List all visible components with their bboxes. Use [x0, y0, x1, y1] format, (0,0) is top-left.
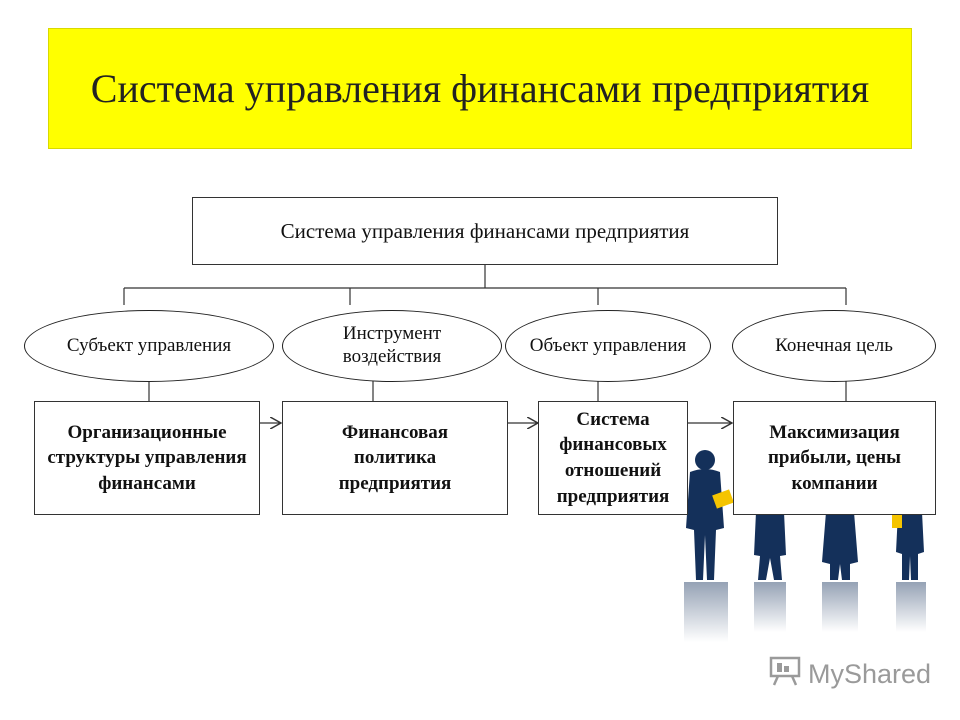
- ellipse-subject: Субъект управления: [24, 310, 274, 382]
- presentation-board-icon: [768, 656, 802, 693]
- ellipse-goal: Конечная цель: [732, 310, 936, 382]
- box-org-structures: Организационные структуры управления фин…: [34, 401, 260, 515]
- people-silhouettes-illustration: [670, 440, 950, 660]
- slide-title: Система управления финансами предприятия: [90, 66, 870, 111]
- watermark-text: MyShared: [808, 659, 932, 689]
- title-banner: Система управления финансами предприятия: [48, 28, 912, 149]
- watermark: MyShared: [768, 656, 931, 693]
- ellipse-object: Объект управления: [505, 310, 711, 382]
- box-financial-policy: Финансовая политика предприятия: [282, 401, 508, 515]
- ellipse-instrument: Инструмент воздействия: [282, 310, 502, 382]
- root-node: Система управления финансами предприятия: [192, 197, 778, 265]
- box-profit-maximization: Максимизация прибыли, цены компании: [733, 401, 936, 515]
- box-financial-relations: Система финансовых отношений предприятия: [538, 401, 688, 515]
